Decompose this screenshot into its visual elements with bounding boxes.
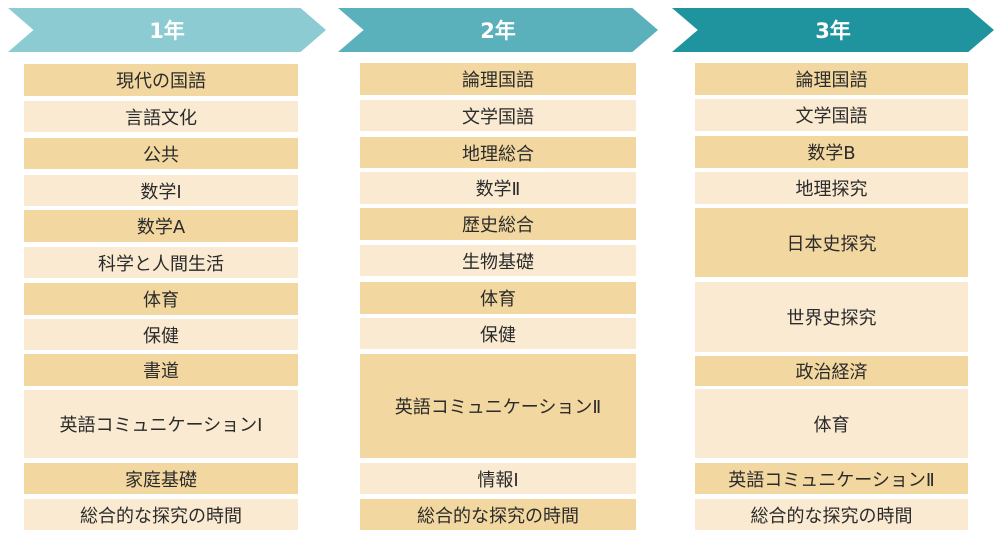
subject-cell: 英語コミュニケーションⅠ <box>24 390 298 458</box>
year-3-subject-list: 論理国語 文学国語 数学B 地理探究 日本史探究 世界史探究 政治経済 体育 英… <box>695 0 968 542</box>
year-2-header: 2年 <box>338 8 658 52</box>
subject-cell: 文学国語 <box>695 99 968 131</box>
subject-cell: 論理国語 <box>360 63 636 95</box>
subject-cell: 地理総合 <box>360 137 636 168</box>
subject-cell: 英語コミュニケーションⅡ <box>360 354 636 458</box>
subject-cell: 数学B <box>695 136 968 168</box>
subject-cell: 文学国語 <box>360 100 636 131</box>
subject-cell: 総合的な探究の時間 <box>695 499 968 530</box>
subject-cell: 数学Ⅱ <box>360 172 636 204</box>
subject-cell: 保健 <box>360 318 636 349</box>
subject-cell: 地理探究 <box>695 172 968 204</box>
year-1-label: 1年 <box>149 19 185 43</box>
subject-cell: 体育 <box>695 389 968 458</box>
subject-cell: 情報Ⅰ <box>360 463 636 494</box>
subject-cell: 総合的な探究の時間 <box>360 499 636 530</box>
subject-cell: 数学Ⅰ <box>24 175 298 206</box>
subject-cell: 言語文化 <box>24 101 298 132</box>
subject-cell: 家庭基礎 <box>24 463 298 494</box>
year-3-header: 3年 <box>672 8 994 52</box>
year-2-label: 2年 <box>480 19 516 43</box>
subject-cell: 世界史探究 <box>695 282 968 352</box>
subject-cell: 歴史総合 <box>360 208 636 240</box>
subject-cell: 体育 <box>24 283 298 315</box>
year-1-subject-list: 現代の国語 言語文化 公共 数学Ⅰ 数学A 科学と人間生活 体育 保健 書道 英… <box>24 0 298 542</box>
subject-cell: 生物基礎 <box>360 245 636 276</box>
subject-cell: 日本史探究 <box>695 208 968 277</box>
subject-cell: 政治経済 <box>695 356 968 386</box>
subject-cell: 総合的な探究の時間 <box>24 499 298 530</box>
subject-cell: 公共 <box>24 138 298 169</box>
subject-cell: 英語コミュニケーションⅡ <box>695 463 968 494</box>
year-1-header: 1年 <box>8 8 326 52</box>
subject-cell: 保健 <box>24 319 298 350</box>
subject-cell: 現代の国語 <box>24 64 298 96</box>
subject-cell: 科学と人間生活 <box>24 247 298 278</box>
year-3-label: 3年 <box>815 19 851 43</box>
subject-cell: 論理国語 <box>695 63 968 95</box>
subject-cell: 体育 <box>360 282 636 314</box>
subject-cell: 書道 <box>24 354 298 386</box>
subject-cell: 数学A <box>24 210 298 242</box>
year-2-subject-list: 論理国語 文学国語 地理総合 数学Ⅱ 歴史総合 生物基礎 体育 保健 英語コミュ… <box>360 0 636 542</box>
